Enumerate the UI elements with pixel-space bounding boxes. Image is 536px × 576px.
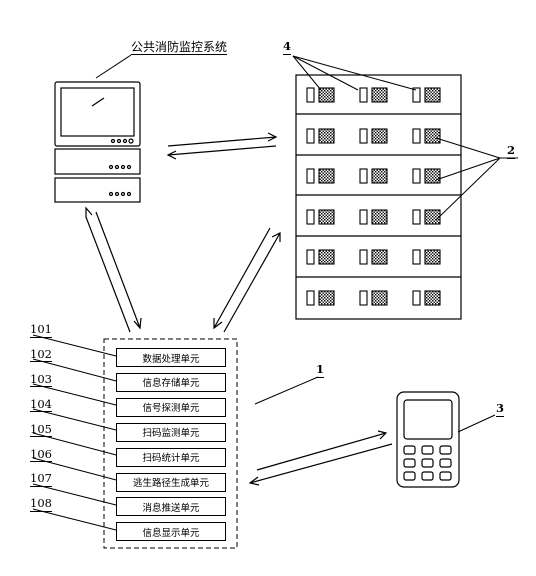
monitor-computer (54, 81, 141, 203)
door-sign (359, 87, 368, 103)
door-sign (359, 128, 368, 144)
qr-code (424, 249, 441, 265)
qr-code (371, 209, 388, 225)
server-dashed-box (103, 338, 238, 549)
qr-code (318, 249, 335, 265)
unit-box: 扫码统计单元 (116, 447, 226, 467)
unit-number: 101 (30, 322, 52, 338)
qr-code (424, 209, 441, 225)
door-sign (306, 290, 315, 306)
ref-2: 2 (507, 143, 516, 159)
door-sign (359, 209, 368, 225)
qr-code (318, 290, 335, 306)
qr-code (318, 128, 335, 144)
door-sign (412, 209, 421, 225)
ref-4: 4 (283, 39, 292, 55)
unit-number: 103 (30, 371, 52, 388)
door-sign (306, 168, 315, 184)
door-sign (306, 209, 315, 225)
mobile-phone (396, 391, 460, 488)
unit-number: 105 (30, 421, 52, 438)
door-sign (412, 87, 421, 103)
communication-arrows (85, 132, 393, 486)
unit-number: 107 (30, 471, 52, 487)
qr-code (371, 249, 388, 265)
door-sign (306, 87, 315, 103)
leader-lines (254, 55, 518, 433)
door-sign (412, 290, 421, 306)
unit-number: 104 (30, 396, 52, 413)
qr-code (371, 128, 388, 144)
unit-box: 数据处理单元 (116, 348, 226, 367)
qr-code (424, 128, 441, 144)
qr-code (424, 168, 441, 184)
ref-1: 1 (316, 362, 325, 378)
door-sign (359, 249, 368, 265)
unit-number: 102 (30, 346, 52, 363)
qr-code (318, 168, 335, 184)
door-sign (359, 168, 368, 184)
unit-box: 信息显示单元 (116, 522, 226, 542)
title-leader-line (95, 54, 132, 79)
floor-units (306, 87, 441, 306)
unit-number: 106 (30, 446, 52, 462)
unit-box: 信号探测单元 (116, 397, 226, 417)
door-sign (306, 128, 315, 144)
qr-code (371, 290, 388, 306)
door-sign (412, 249, 421, 265)
door-sign (412, 168, 421, 184)
qr-code (371, 168, 388, 184)
door-sign (306, 249, 315, 265)
door-sign (412, 128, 421, 144)
qr-code (371, 87, 388, 103)
building (295, 74, 462, 320)
qr-code (318, 209, 335, 225)
unit-box: 逃生路径生成单元 (116, 472, 226, 492)
system-title: 公共消防监控系统 (131, 40, 228, 55)
unit-box: 信息存储单元 (116, 372, 226, 392)
ref-3: 3 (496, 401, 505, 417)
unit-box: 扫码监测单元 (116, 422, 226, 442)
unit-number: 108 (30, 496, 52, 512)
unit-box: 消息推送单元 (116, 497, 226, 517)
qr-code (424, 290, 441, 306)
door-sign (359, 290, 368, 306)
qr-code (318, 87, 335, 103)
qr-code (424, 87, 441, 103)
